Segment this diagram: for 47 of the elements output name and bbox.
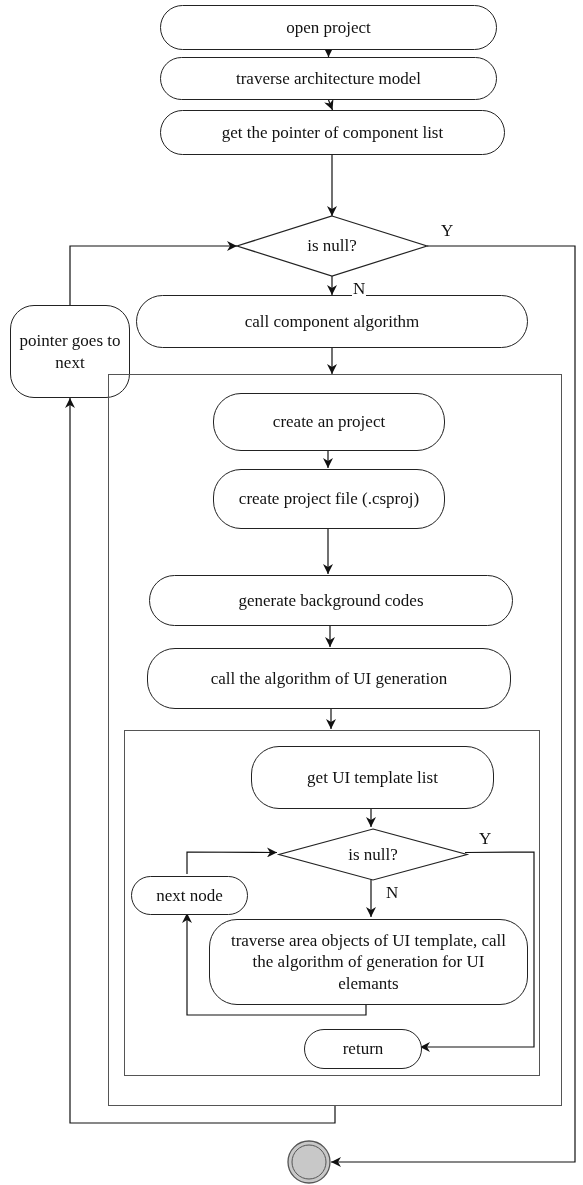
- node-label: call the algorithm of UI generation: [210, 667, 448, 690]
- edge-label: N: [352, 280, 367, 297]
- process-box: [160, 5, 497, 50]
- arrow: [323, 449, 333, 469]
- group-frame: [108, 374, 562, 1106]
- process-box: [209, 919, 528, 1005]
- node-label: generate background codes: [238, 589, 424, 612]
- arrow: [327, 347, 337, 375]
- process-box: [251, 746, 494, 809]
- arrow: [326, 707, 336, 730]
- arrow: [323, 527, 333, 575]
- arrow: [324, 98, 334, 111]
- process-box: [149, 575, 513, 626]
- arrow: [65, 397, 336, 1124]
- edge-label: Y: [440, 222, 455, 239]
- node-label: create project file (.csproj): [238, 488, 420, 510]
- process-box: [213, 393, 445, 451]
- node-label: traverse area objects of UI template, call the algorithm of generation for UI elemants: [229, 930, 508, 994]
- arrow: [186, 847, 278, 875]
- process-box: [131, 876, 248, 915]
- node-label: open project: [286, 16, 371, 39]
- node-label: next node: [156, 884, 223, 907]
- group-frame: [124, 730, 540, 1076]
- node-label: is null?: [348, 843, 398, 866]
- process-box: [304, 1029, 422, 1069]
- node-label: call component algorithm: [244, 310, 420, 333]
- arrow: [327, 275, 337, 296]
- arrow: [330, 245, 576, 1167]
- edge-label: Y: [478, 830, 493, 847]
- arrow: [327, 154, 337, 217]
- arrow: [366, 877, 376, 918]
- node-label: is null?: [307, 235, 357, 257]
- node-label: traverse architecture model: [236, 67, 421, 90]
- process-box: [213, 469, 445, 529]
- node-label: get the pointer of component list: [221, 121, 444, 144]
- node-label: create an project: [272, 411, 386, 433]
- node-label: get UI template list: [307, 766, 438, 789]
- node-label: return: [342, 1038, 384, 1060]
- arrow: [69, 241, 238, 306]
- edge-label: N: [385, 884, 400, 901]
- process-box: [160, 57, 497, 100]
- process-box: [147, 648, 511, 709]
- process-box: [160, 110, 505, 155]
- process-box: [136, 295, 528, 348]
- process-box: [10, 305, 130, 398]
- arrow: [325, 624, 335, 648]
- node-label: pointer goes to next: [18, 330, 122, 373]
